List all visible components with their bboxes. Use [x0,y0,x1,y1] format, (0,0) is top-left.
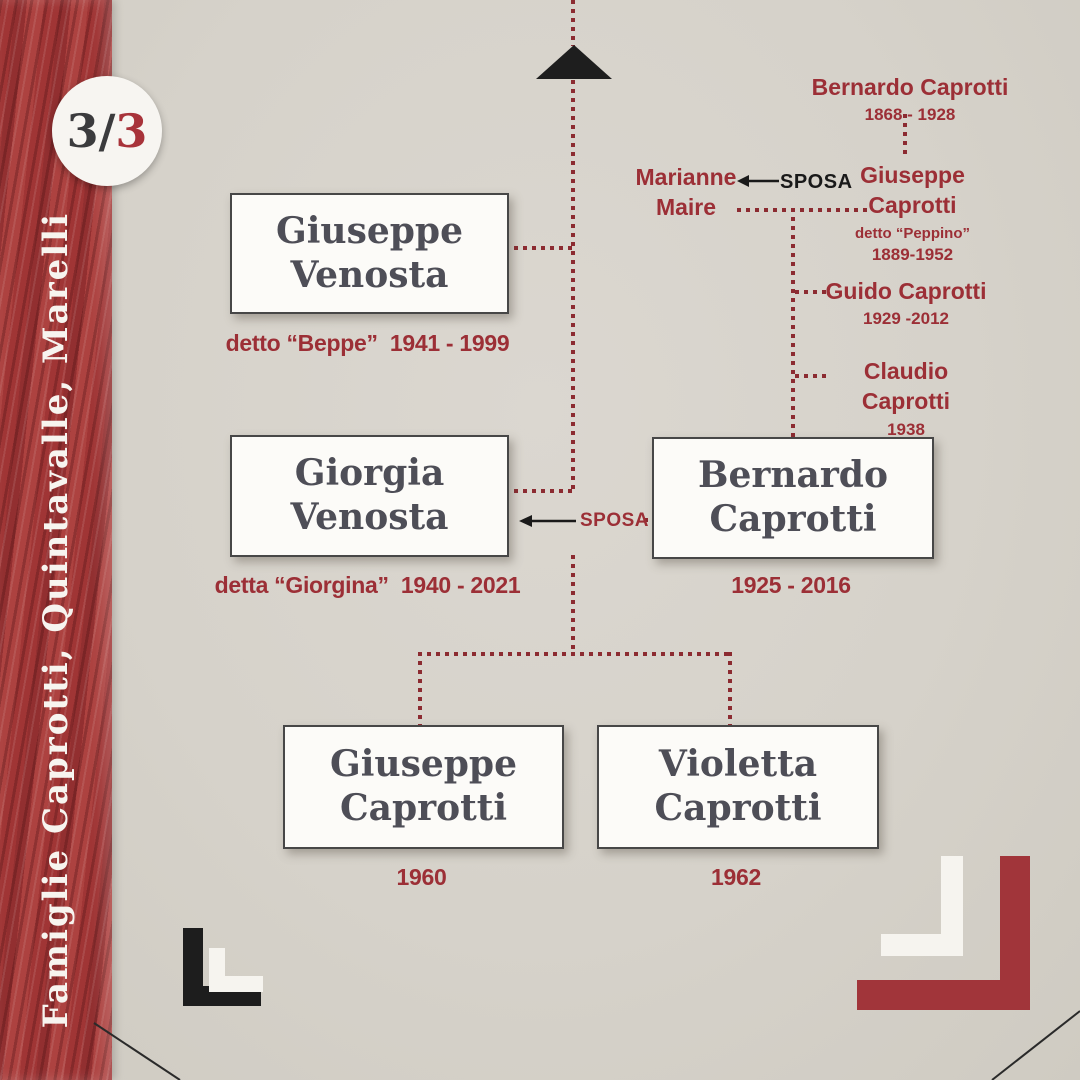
person-name: Guido Caprotti [825,278,987,304]
corner-bracket-red-icon [857,980,1030,1010]
up-triangle-marker-icon [536,45,612,79]
person-claudio-caprotti: Claudio Caprotti 1938 [822,356,990,440]
person-name-line: Maire [655,194,717,221]
node-name-line: Giuseppe [275,209,463,252]
connector-child-right [728,652,732,725]
sposa-label-mid: SPOSA [580,510,650,531]
connector-ancestor-vertical [903,114,907,158]
node-name-line: Giorgia [294,452,445,495]
caption-years: 1941 - 1999 [389,330,510,356]
caption-nickname: detta “Giorgina” [214,572,389,598]
node-name-line: Bernardo [698,454,888,497]
connector-child-left [418,652,422,725]
person-top-ancestor: Bernardo Caprotti 1868 - 1928 [790,72,1030,125]
sposa-label-top: SPOSA [780,171,853,193]
node-name-line: Venosta [290,253,449,296]
connector-giuseppe-venosta [505,246,573,250]
node-name-line: Venosta [290,496,449,538]
page-badge: 3/3 [52,76,162,186]
sidebar-title-wrap: Famiglie Caprotti, Quintavalle, Marelli [0,211,112,1029]
node-name-line: Violetta [658,743,818,786]
sidebar-title: Famiglie Caprotti, Quintavalle, Marelli [36,211,76,1029]
person-years: 1889-1952 [871,244,954,264]
connector-claudio-stub [795,374,829,378]
person-marianne-maire: Marianne Maire [622,162,750,223]
caption-giuseppe-venosta: detto “Beppe” 1941 - 1999 [195,330,540,357]
node-giuseppe-venosta: Giuseppe Venosta [230,193,509,314]
page-badge-total: 3 [115,104,148,158]
corner-bracket-white-icon [209,976,263,992]
connector-caprotti-descent [791,208,795,437]
diagonal-rule-right [991,1010,1080,1080]
node-bernardo-caprotti: Bernardo Caprotti [652,437,934,559]
person-guido-caprotti: Guido Caprotti 1929 -2012 [822,276,990,329]
person-name: Claudio Caprotti [861,358,951,415]
caption-giuseppe-jr-year: 1960 [396,864,447,890]
person-name: Bernardo Caprotti [811,74,1009,100]
caption-giorgia: detta “Giorgina” 1940 - 2021 [195,572,540,599]
caption-bernardo-years: 1925 - 2016 [731,572,851,598]
caption-nickname: detto “Beppe” [225,330,378,356]
connector-children-horizontal [418,652,732,656]
person-giuseppe-caprotti-sr: Giuseppe Caprotti detto “Peppino” 1889-1… [845,160,980,265]
person-name-line: Caprotti [868,192,957,219]
connector-sposa-mid-stub [644,518,654,522]
connector-couple-descent [571,555,575,655]
node-name-line: Caprotti [709,498,877,540]
node-name-line: Giuseppe [329,743,517,786]
page-badge-current: 3/ [66,104,116,158]
connector-giorgia [505,489,573,493]
connector-main-vertical [571,80,575,492]
node-name-line: Caprotti [339,787,508,829]
connector-guido-stub [795,290,829,294]
node-giuseppe-caprotti-jr: Giuseppe Caprotti [283,725,564,849]
node-violetta-caprotti: Violetta Caprotti [597,725,879,849]
person-name-line: Marianne [635,164,737,190]
node-giorgia-venosta: Giorgia Venosta [230,435,509,557]
person-years: 1929 -2012 [862,309,950,329]
caption-years: 1940 - 2021 [400,572,521,598]
connector-top-vertical [571,0,575,46]
caption-violetta-year: 1962 [711,864,761,890]
person-nickname: detto “Peppino” [855,224,970,242]
person-years: 1868 - 1928 [864,105,956,125]
sposa-arrowhead-mid-icon [519,515,532,527]
corner-bracket-white-icon [881,934,963,956]
person-name-line: Giuseppe [860,162,965,188]
person-years: 1938 [887,419,925,439]
node-name-line: Caprotti [654,787,822,829]
connector-marriage-top [737,208,869,212]
corner-bracket-white-icon [941,856,963,956]
